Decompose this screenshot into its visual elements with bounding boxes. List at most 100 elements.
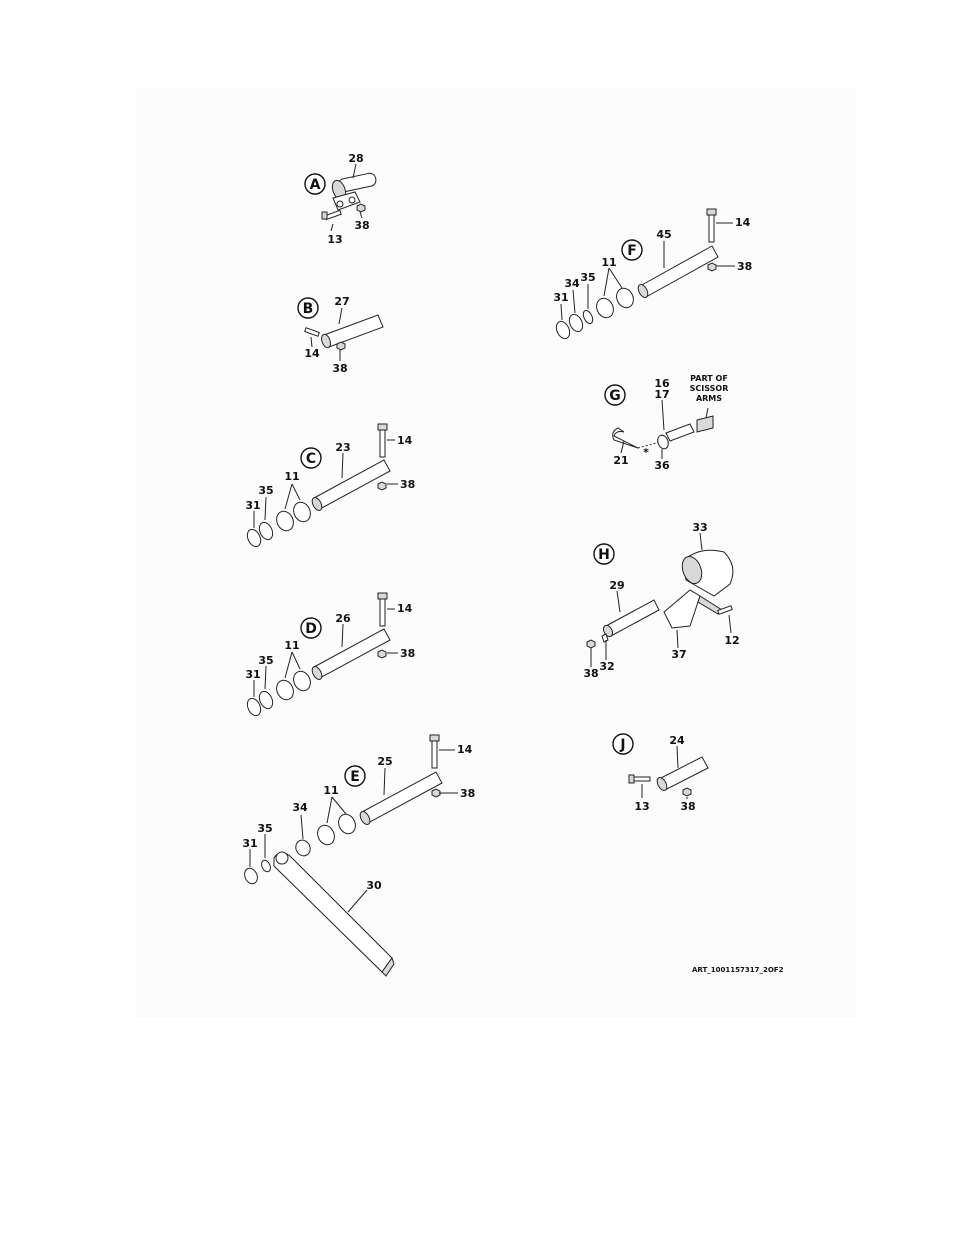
view-h-bolt-12 (717, 605, 733, 615)
callout-d-26: 26 (335, 612, 351, 625)
view-a-bolt (321, 209, 342, 221)
callout-f-34: 34 (564, 277, 580, 290)
view-d-letter: D (305, 621, 317, 637)
callout-a-13: 13 (327, 233, 342, 246)
callout-d-11: 11 (284, 639, 299, 652)
view-d-washer-35 (258, 690, 274, 710)
view-g-scissor-arm-part (696, 415, 714, 433)
view-g-washer-36 (657, 434, 669, 450)
view-a-letter: A (310, 177, 321, 193)
callout-e-31: 31 (242, 837, 257, 850)
view-d-circle (300, 617, 322, 639)
callout-b-14: 14 (304, 347, 320, 360)
callout-f-31: 31 (553, 291, 568, 304)
view-c-washer-35 (258, 521, 274, 541)
view-c-nut (377, 481, 387, 491)
view-c-letter: C (306, 451, 316, 467)
view-g-clip-21 (612, 427, 639, 449)
callout-f-35: 35 (580, 271, 595, 284)
view-f-circle (621, 239, 643, 261)
callout-f-11: 11 (601, 256, 616, 269)
callout-j-24: 24 (669, 734, 685, 747)
callout-b-27: 27 (334, 295, 349, 308)
note-line-1: PART OF (690, 374, 728, 383)
callout-e-25: 25 (377, 755, 392, 768)
callout-h-32: 32 (599, 660, 614, 673)
callout-h-29: 29 (609, 579, 624, 592)
callout-c-35: 35 (258, 484, 273, 497)
callout-f-45: 45 (656, 228, 671, 241)
view-d-bushings (276, 670, 311, 701)
note-line-2: SCISSOR (690, 384, 729, 393)
view-e-circle (344, 765, 366, 787)
view-h-bracket-33 (663, 549, 734, 629)
callout-a-28: 28 (348, 152, 363, 165)
view-g-circle (604, 384, 626, 406)
view-b-bolt (304, 327, 320, 337)
view-f-washer-35 (582, 309, 594, 325)
view-j: J 24 13 38 (612, 733, 709, 813)
callout-c-11: 11 (284, 470, 299, 483)
callout-e-11: 11 (323, 784, 338, 797)
view-e-letter: E (350, 769, 360, 785)
view-f-bushings (596, 287, 634, 319)
callout-b-38: 38 (332, 362, 347, 375)
view-a-nut (356, 203, 366, 213)
callout-e-35: 35 (257, 822, 272, 835)
view-c-circle (300, 447, 322, 469)
callout-j-13: 13 (634, 800, 649, 813)
callout-c-14: 14 (397, 434, 413, 447)
view-e-ring-31 (244, 867, 258, 885)
view-j-bolt-13 (631, 776, 651, 782)
view-f-bolt (708, 211, 715, 243)
view-f-nut (707, 262, 717, 272)
callout-e-38: 38 (460, 787, 475, 800)
view-f: F 45 14 38 11 35 34 31 (553, 208, 752, 340)
callout-h-12: 12 (724, 634, 739, 647)
view-g-letter: G (609, 388, 621, 404)
view-g-pin-16-17 (665, 423, 695, 442)
callout-g-36: 36 (654, 459, 670, 472)
note-line-3: ARMS (696, 394, 722, 403)
callout-d-31: 31 (245, 668, 260, 681)
callout-c-23: 23 (335, 441, 350, 454)
callout-h-38: 38 (583, 667, 598, 680)
callout-e-34: 34 (292, 801, 308, 814)
view-d-nut (377, 649, 387, 659)
view-e-washer-34 (295, 839, 311, 857)
callout-d-38: 38 (400, 647, 415, 660)
view-b-nut (336, 341, 346, 351)
view-h-nut-38 (586, 639, 596, 649)
view-j-circle (612, 733, 634, 755)
view-e-washer-35 (261, 859, 271, 873)
view-d-bolt (379, 595, 386, 627)
callout-e-30: 30 (366, 879, 382, 892)
art-id: ART_1001157317_2OF2 (692, 966, 784, 974)
view-a: A 28 13 38 (304, 152, 377, 246)
view-a-circle (304, 173, 326, 195)
view-f-washer-34 (568, 313, 584, 333)
callout-f-14: 14 (735, 216, 751, 229)
callout-f-38: 38 (737, 260, 752, 273)
view-e-bolt (431, 737, 438, 769)
view-f-letter: F (627, 243, 637, 259)
view-g: G * 16 17 21 36 PART OF SCISSOR ARMS (604, 374, 729, 472)
view-j-nut-38 (682, 787, 692, 797)
view-h: H 33 29 12 32 37 38 (583, 521, 739, 680)
view-e: E 25 14 38 11 34 35 31 30 (242, 734, 475, 977)
view-e-arm-30 (273, 851, 395, 977)
callout-g-16: 16 (654, 377, 670, 390)
view-b-circle (297, 297, 319, 319)
view-b: B 27 14 38 (297, 295, 384, 375)
view-c: C 23 14 38 11 35 31 (245, 423, 415, 548)
view-e-bushings (317, 813, 356, 846)
view-h-letter: H (598, 547, 610, 563)
view-d: D 26 14 38 11 35 31 (245, 592, 415, 717)
callout-g-21: 21 (613, 454, 628, 467)
callout-d-35: 35 (258, 654, 273, 667)
callout-d-14: 14 (397, 602, 413, 615)
view-h-circle (593, 543, 615, 565)
callout-h-33: 33 (692, 521, 707, 534)
callout-c-38: 38 (400, 478, 415, 491)
